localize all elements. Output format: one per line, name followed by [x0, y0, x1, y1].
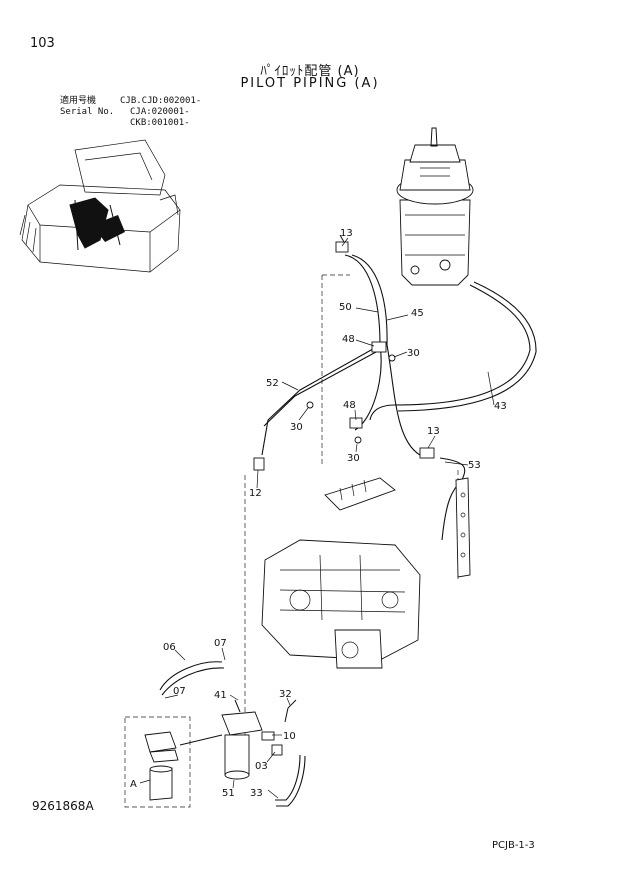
callout-32: 32	[279, 689, 292, 700]
bracket-plate	[455, 477, 471, 578]
detail-box-a	[124, 716, 223, 808]
callout-48-lower: 48	[343, 400, 356, 411]
callout-13-right: 13	[427, 426, 440, 437]
callout-07-lower: 07	[173, 686, 186, 697]
callout-13-top: 13	[340, 228, 353, 239]
callout-53: 53	[468, 460, 481, 471]
pilot-valve-block	[324, 477, 396, 511]
serial-range-2: CJA:020001-	[130, 107, 190, 117]
bolt-32	[284, 699, 297, 723]
callout-07-upper: 07	[214, 638, 227, 649]
callout-12: 12	[249, 488, 262, 499]
callout-30-upper: 30	[407, 348, 420, 359]
callout-06: 06	[163, 642, 176, 653]
main-pump	[261, 539, 421, 669]
serial-label-english: Serial No.	[60, 107, 115, 117]
callout-a: A	[130, 779, 137, 790]
serial-range-3: CKB:001001-	[130, 118, 190, 128]
callout-48-upper: 48	[342, 334, 355, 345]
clamp-48-upper	[371, 341, 387, 353]
fitting-12	[253, 457, 265, 471]
page-code: PCJB-1-3	[492, 840, 535, 851]
fitting-13-top	[335, 234, 349, 253]
title-japanese: ﾊﾟｲﾛｯﾄ配管 (A)	[260, 64, 360, 79]
serial-range-1: CJB.CJD:002001-	[120, 96, 202, 106]
callout-33: 33	[250, 788, 263, 799]
callout-43: 43	[494, 401, 507, 412]
callout-10: 10	[283, 731, 296, 742]
serial-label-japanese: 適用号機	[60, 96, 97, 106]
fitting-03	[271, 744, 283, 756]
pilot-filter	[221, 699, 263, 780]
callout-41: 41	[214, 690, 227, 701]
fitting-13-right	[419, 447, 435, 459]
fitting-10	[261, 731, 275, 741]
swing-motor	[396, 127, 474, 286]
callout-51: 51	[222, 788, 235, 799]
callout-30-left: 30	[290, 422, 303, 433]
callout-45: 45	[411, 308, 424, 319]
callout-50: 50	[339, 302, 352, 313]
callout-52: 52	[266, 378, 279, 389]
title-english: PILOT PIPING (A)	[240, 76, 380, 91]
page-number: 103	[30, 36, 55, 51]
machine-location-thumbnail	[19, 139, 181, 273]
document-code: 9261868A	[32, 799, 94, 813]
callout-30-lower: 30	[347, 453, 360, 464]
callout-03: 03	[255, 761, 268, 772]
